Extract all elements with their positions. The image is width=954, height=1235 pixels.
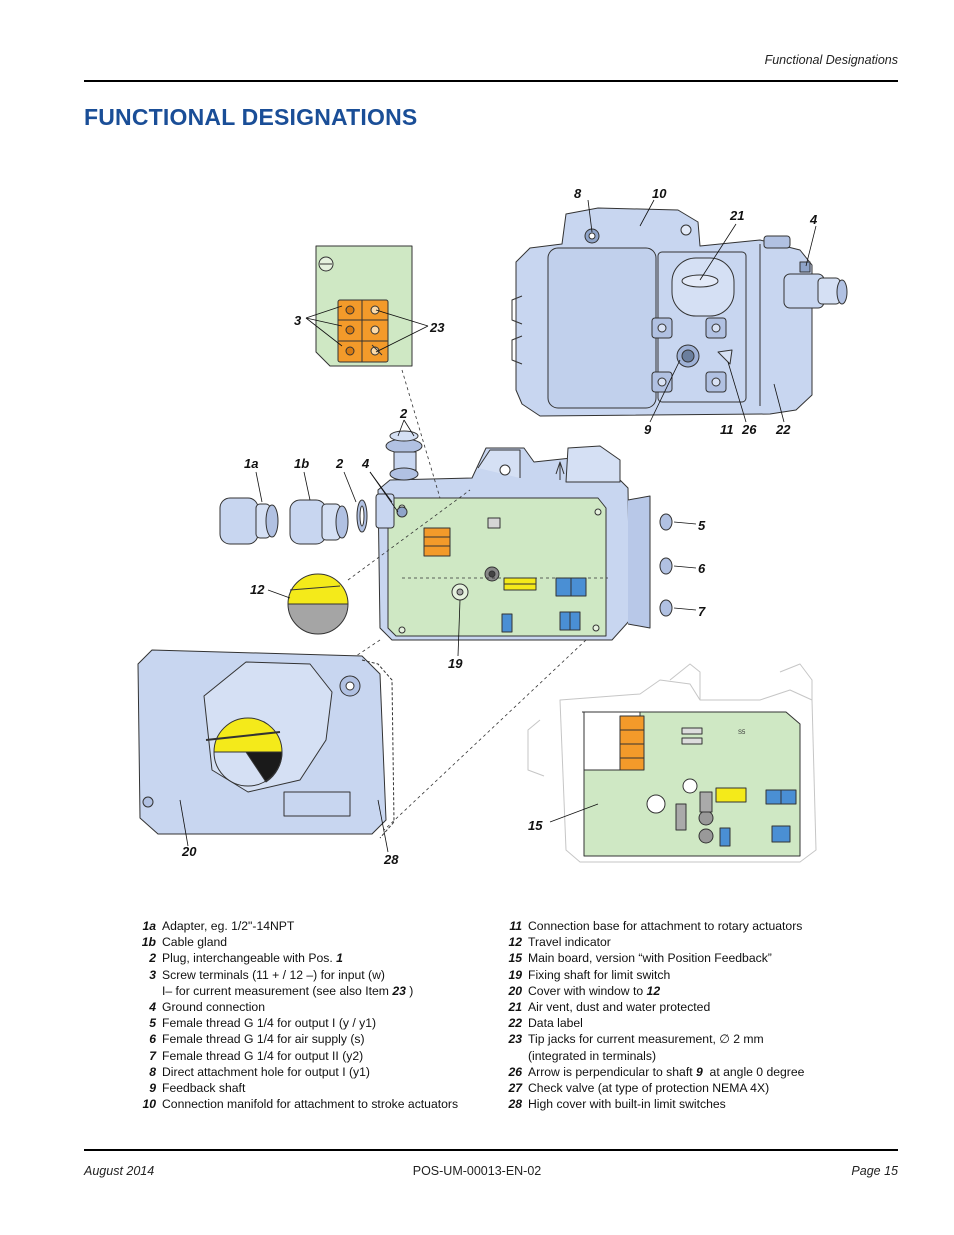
callout-12: 12 [250, 582, 265, 597]
callout-5: 5 [698, 518, 706, 533]
board-label-s5: S5 [738, 730, 746, 736]
callout-6: 6 [698, 561, 706, 576]
running-header: Functional Designations [764, 53, 898, 67]
plug-stack [385, 430, 423, 481]
callout-1b: 1b [294, 456, 309, 471]
footer-doc-id: POS-UM-00013-EN-02 [412, 1164, 542, 1178]
callout-labels: 8 10 21 4 3 23 9 11 26 22 2 1a 1b 2 4 5 … [181, 186, 818, 867]
callout-26: 26 [741, 422, 757, 437]
callout-3: 3 [294, 313, 302, 328]
cable-gland-parts [219, 497, 368, 545]
callout-4: 4 [361, 456, 370, 471]
main-board-housing [527, 663, 817, 863]
legend-item: I– for current measurement (see also Ite… [162, 983, 414, 998]
callout-11: 11 [720, 422, 734, 437]
footer-date: August 2014 [84, 1164, 155, 1178]
assembly-guides [347, 369, 608, 831]
callout-15: 15 [528, 818, 543, 833]
callout-22: 22 [775, 422, 791, 437]
travel-indicator-disc [287, 573, 349, 635]
exploded-view-diagram: 8 10 21 4 3 23 9 11 26 22 2 1a 1b 2 4 5 … [137, 186, 848, 867]
legend-item: (integrated in terminals) [528, 1048, 657, 1063]
callout-10: 10 [652, 186, 667, 201]
cover-with-window [137, 649, 395, 839]
header-rule [84, 80, 898, 82]
footer-rule [84, 1149, 898, 1151]
callout-7: 7 [698, 604, 706, 619]
callout-28: 28 [383, 852, 399, 867]
callout-20: 20 [181, 844, 197, 859]
callout-8: 8 [574, 186, 582, 201]
leader-lines [179, 199, 817, 853]
callout-2: 2 [335, 456, 344, 471]
callout-9: 9 [644, 422, 652, 437]
footer-page-number: Page 15 [851, 1164, 898, 1178]
callout-23: 23 [429, 320, 445, 335]
page-title: FUNCTIONAL DESIGNATIONS [84, 104, 418, 130]
terminal-detail [315, 245, 413, 367]
callout-19: 19 [448, 656, 463, 671]
callout-1a: 1a [244, 456, 258, 471]
positioner-housing-middle [375, 445, 673, 641]
callout-21: 21 [729, 208, 744, 223]
callout-2-top: 2 [399, 406, 408, 421]
callout-4-top: 4 [809, 212, 818, 227]
positioner-housing-top [511, 207, 848, 417]
